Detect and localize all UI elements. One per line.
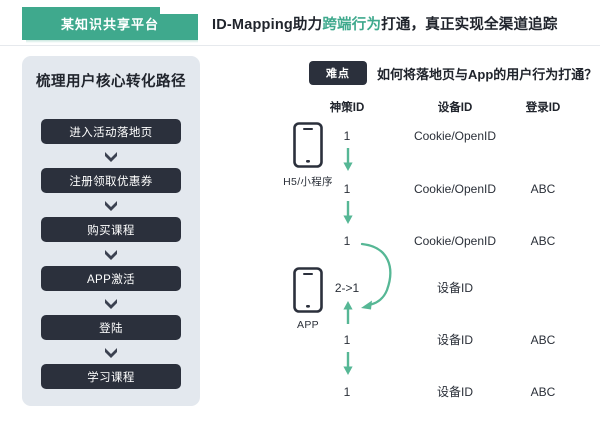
- chevron-down-icon: [22, 247, 200, 262]
- chevron-down-icon: [22, 198, 200, 213]
- device-label: APP: [297, 319, 319, 331]
- cell-sensors-id: 1: [343, 129, 351, 143]
- device-app: APP: [276, 266, 340, 331]
- column-header-login-id: 登录ID: [525, 102, 561, 114]
- difficulty-badge: 难点: [309, 61, 367, 85]
- column-header-device-id: 设备ID: [437, 102, 473, 114]
- chevron-down-icon: [22, 296, 200, 311]
- title-suffix: 打通，真正实现全渠道追踪: [381, 17, 558, 33]
- page-title: ID-Mapping助力 跨端行为 打通，真正实现全渠道追踪: [212, 7, 558, 40]
- cell-device-id: Cookie/OpenID: [413, 182, 497, 196]
- cell-login-id: ABC: [530, 182, 556, 196]
- cell-sensors-id: 2->1: [334, 281, 360, 295]
- conversion-path-panel: 梳理用户核心转化路径 进入活动落地页 注册领取优惠券 购买课程 APP激活 登陆…: [22, 56, 200, 406]
- curved-arrow-icon: [355, 238, 403, 319]
- arrow-down-icon: [340, 201, 356, 230]
- chevron-down-icon: [22, 149, 200, 164]
- arrow-up-icon: [340, 300, 356, 329]
- conversion-path-title: 梳理用户核心转化路径: [36, 74, 186, 90]
- cell-sensors-id: 1: [343, 182, 351, 196]
- cell-device-id: Cookie/OpenID: [413, 129, 497, 143]
- page-header: 某知识共享平台 ID-Mapping助力 跨端行为 打通，真正实现全渠道追踪: [0, 0, 600, 46]
- cell-login-id: ABC: [530, 234, 556, 248]
- flow-step-1[interactable]: 进入活动落地页: [41, 119, 181, 144]
- flow-step-label: 购买课程: [87, 224, 135, 237]
- title-prefix: ID-Mapping助力: [212, 17, 323, 33]
- arrow-down-icon: [340, 352, 356, 381]
- flow-step-6[interactable]: 学习课程: [41, 364, 181, 389]
- smartphone-icon: [293, 267, 323, 313]
- cell-device-id: 设备ID: [436, 385, 473, 399]
- cell-sensors-id: 1: [343, 333, 351, 347]
- flow-step-4[interactable]: APP激活: [41, 266, 181, 291]
- brand-label: 某知识共享平台: [60, 17, 159, 32]
- flow-step-label: 注册领取优惠券: [69, 175, 153, 188]
- column-header-sensors-id: 神策ID: [329, 102, 365, 114]
- cell-sensors-id: 1: [343, 385, 351, 399]
- flow-step-3[interactable]: 购买课程: [41, 217, 181, 242]
- cell-login-id: [512, 281, 574, 296]
- device-h5: H5/小程序: [276, 121, 340, 189]
- flow-step-2[interactable]: 注册领取优惠券: [41, 168, 181, 193]
- cell-device-id: 设备ID: [436, 281, 473, 295]
- device-label: H5/小程序: [283, 176, 333, 188]
- brand-block-shadow: [26, 40, 198, 43]
- cell-device-id: Cookie/OpenID: [413, 234, 497, 248]
- cell-login-id: ABC: [530, 385, 556, 399]
- flow-step-label: APP激活: [86, 273, 135, 286]
- title-highlight: 跨端行为: [322, 17, 382, 33]
- chevron-down-icon: [22, 345, 200, 360]
- brand-block-notch: [160, 7, 198, 14]
- smartphone-icon: [293, 122, 323, 168]
- cell-login-id: [512, 129, 574, 144]
- cell-device-id: 设备ID: [436, 333, 473, 347]
- cell-sensors-id: 1: [343, 234, 351, 248]
- cell-login-id: ABC: [530, 333, 556, 347]
- arrow-down-icon: [340, 148, 356, 177]
- flow-step-label: 进入活动落地页: [69, 126, 153, 139]
- header-divider: [0, 45, 600, 46]
- difficulty-question: 如何将落地页与App的用户行为打通？: [377, 66, 598, 82]
- flow-step-label: 学习课程: [87, 371, 135, 384]
- flow-step-label: 登陆: [99, 322, 123, 335]
- flow-step-5[interactable]: 登陆: [41, 315, 181, 340]
